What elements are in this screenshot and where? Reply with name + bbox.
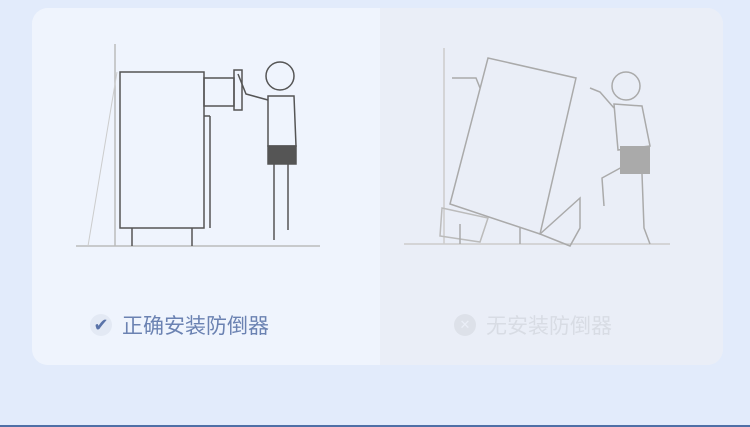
no-install-illustration [404, 48, 670, 247]
no-install-panel: ✕ 无安装防倒器 [380, 8, 723, 365]
comparison-card: ✔ 正确安装防倒器 ✕ 无安装防倒器 [32, 8, 723, 365]
x-circle-icon: ✕ [454, 314, 476, 336]
bottom-divider [0, 425, 750, 427]
correct-install-illustration [76, 44, 320, 247]
correct-install-panel: ✔ 正确安装防倒器 [32, 8, 380, 365]
check-icon: ✔ [90, 314, 112, 336]
correct-install-caption: ✔ 正确安装防倒器 [90, 310, 269, 340]
no-install-caption: ✕ 无安装防倒器 [454, 310, 612, 340]
